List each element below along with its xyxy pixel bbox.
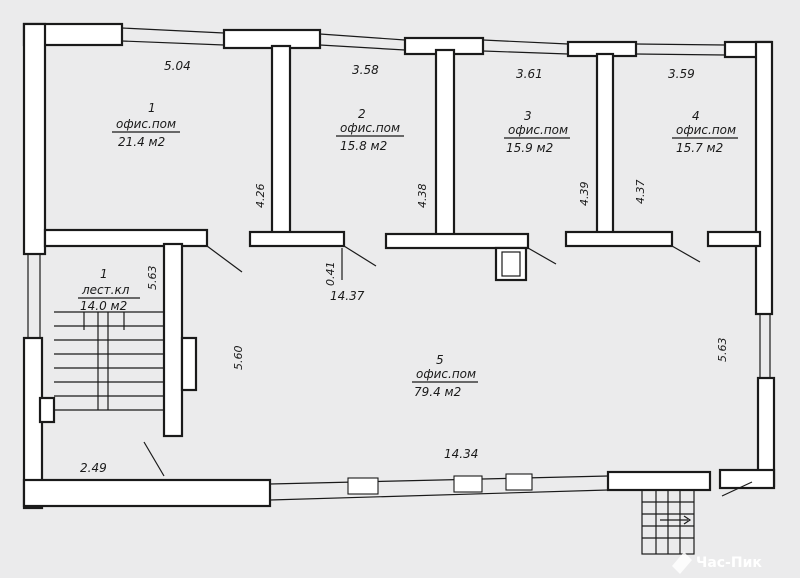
room-1-area: 21.4 м2	[118, 135, 165, 149]
entrance-stair	[641, 489, 695, 555]
room-1-depth: 4.26	[254, 184, 267, 209]
watermark: Час-Пик	[672, 552, 762, 574]
hall-number: 5	[436, 353, 444, 367]
room-4-type: офис.пом	[676, 123, 736, 137]
hall-width-top: 14.37	[330, 289, 365, 303]
stair-treads	[54, 311, 164, 411]
watermark-logo-icon	[672, 552, 692, 574]
room-3-number: 3	[524, 109, 532, 123]
room-2-number: 2	[358, 107, 366, 121]
hall-area: 79.4 м2	[414, 385, 461, 399]
room-2-area: 15.8 м2	[340, 139, 387, 153]
stair-area: 14.0 м2	[80, 299, 127, 313]
hall-type: офис.пом	[416, 367, 476, 381]
room-3-width: 3.61	[516, 67, 543, 81]
stair-number: 1	[100, 267, 108, 281]
hall-width-bottom: 14.34	[444, 447, 478, 461]
room-3-type: офис.пом	[508, 123, 568, 137]
room-4-number: 4	[692, 109, 700, 123]
watermark-text: Час-Пик	[696, 555, 762, 571]
stair-width: 2.49	[80, 461, 107, 475]
hall-depth-right: 5.63	[716, 338, 729, 363]
room-1-width: 5.04	[164, 59, 191, 73]
room-2-type: офис.пом	[340, 121, 400, 135]
room-4-depth: 4.37	[634, 180, 647, 205]
windows	[27, 27, 771, 501]
room-1-type: офис.пом	[116, 117, 176, 131]
hall-depth-left: 5.60	[232, 346, 245, 371]
stair-depth: 5.63	[146, 266, 159, 291]
room-4-area: 15.7 м2	[676, 141, 723, 155]
room-3-depth: 4.39	[578, 182, 591, 207]
room-4-width: 3.59	[668, 67, 695, 81]
hall-opening: 0.41	[324, 262, 337, 287]
room-1-number: 1	[148, 101, 156, 115]
interior-walls	[38, 44, 762, 438]
exterior-walls	[22, 22, 776, 510]
stair-type: лест.кл	[81, 283, 130, 297]
room-2-width: 3.58	[352, 63, 379, 77]
room-2-depth: 4.38	[416, 184, 429, 209]
door-swings	[143, 245, 753, 497]
room-3-area: 15.9 м2	[506, 141, 553, 155]
